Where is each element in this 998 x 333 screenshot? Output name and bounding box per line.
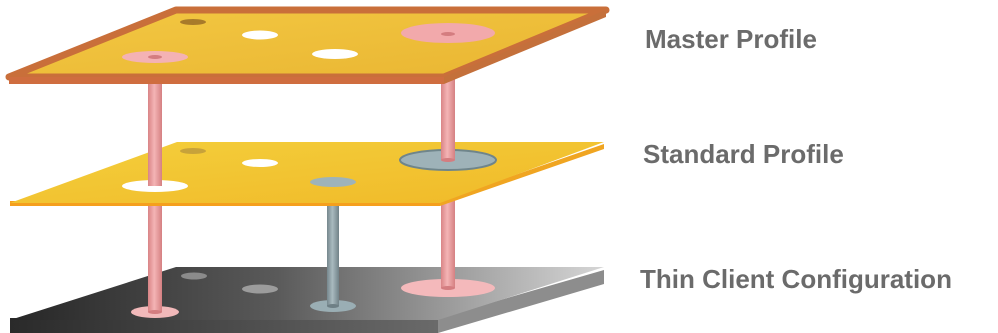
standard-hole — [242, 159, 278, 167]
thin-client-plate — [10, 267, 604, 320]
standard-hole — [180, 148, 206, 154]
thin-client-hole — [181, 273, 207, 280]
post-cap — [441, 286, 455, 290]
standard-profile-label: Standard Profile — [643, 141, 844, 167]
thin-client-plate-edge — [10, 318, 438, 333]
post-cap — [327, 304, 339, 308]
standard-plate — [10, 142, 604, 203]
master-plate-edge — [9, 77, 444, 84]
standard-hole — [310, 177, 356, 187]
post — [148, 190, 162, 312]
thin-client-configuration-label: Thin Client Configuration — [640, 266, 952, 292]
master-plate — [9, 10, 606, 77]
post-cap — [148, 310, 162, 314]
post-cap — [148, 55, 162, 59]
thin-client-layer — [10, 267, 604, 333]
master-profile-label: Master Profile — [645, 26, 817, 52]
thin-client-hole — [242, 285, 278, 294]
master-hole — [312, 49, 358, 59]
master-hole — [242, 31, 278, 40]
post-cap — [441, 158, 455, 162]
standard-profile-layer — [10, 142, 604, 206]
post-cap — [441, 32, 455, 36]
master-profile-layer — [9, 10, 606, 84]
master-hole — [180, 19, 206, 25]
